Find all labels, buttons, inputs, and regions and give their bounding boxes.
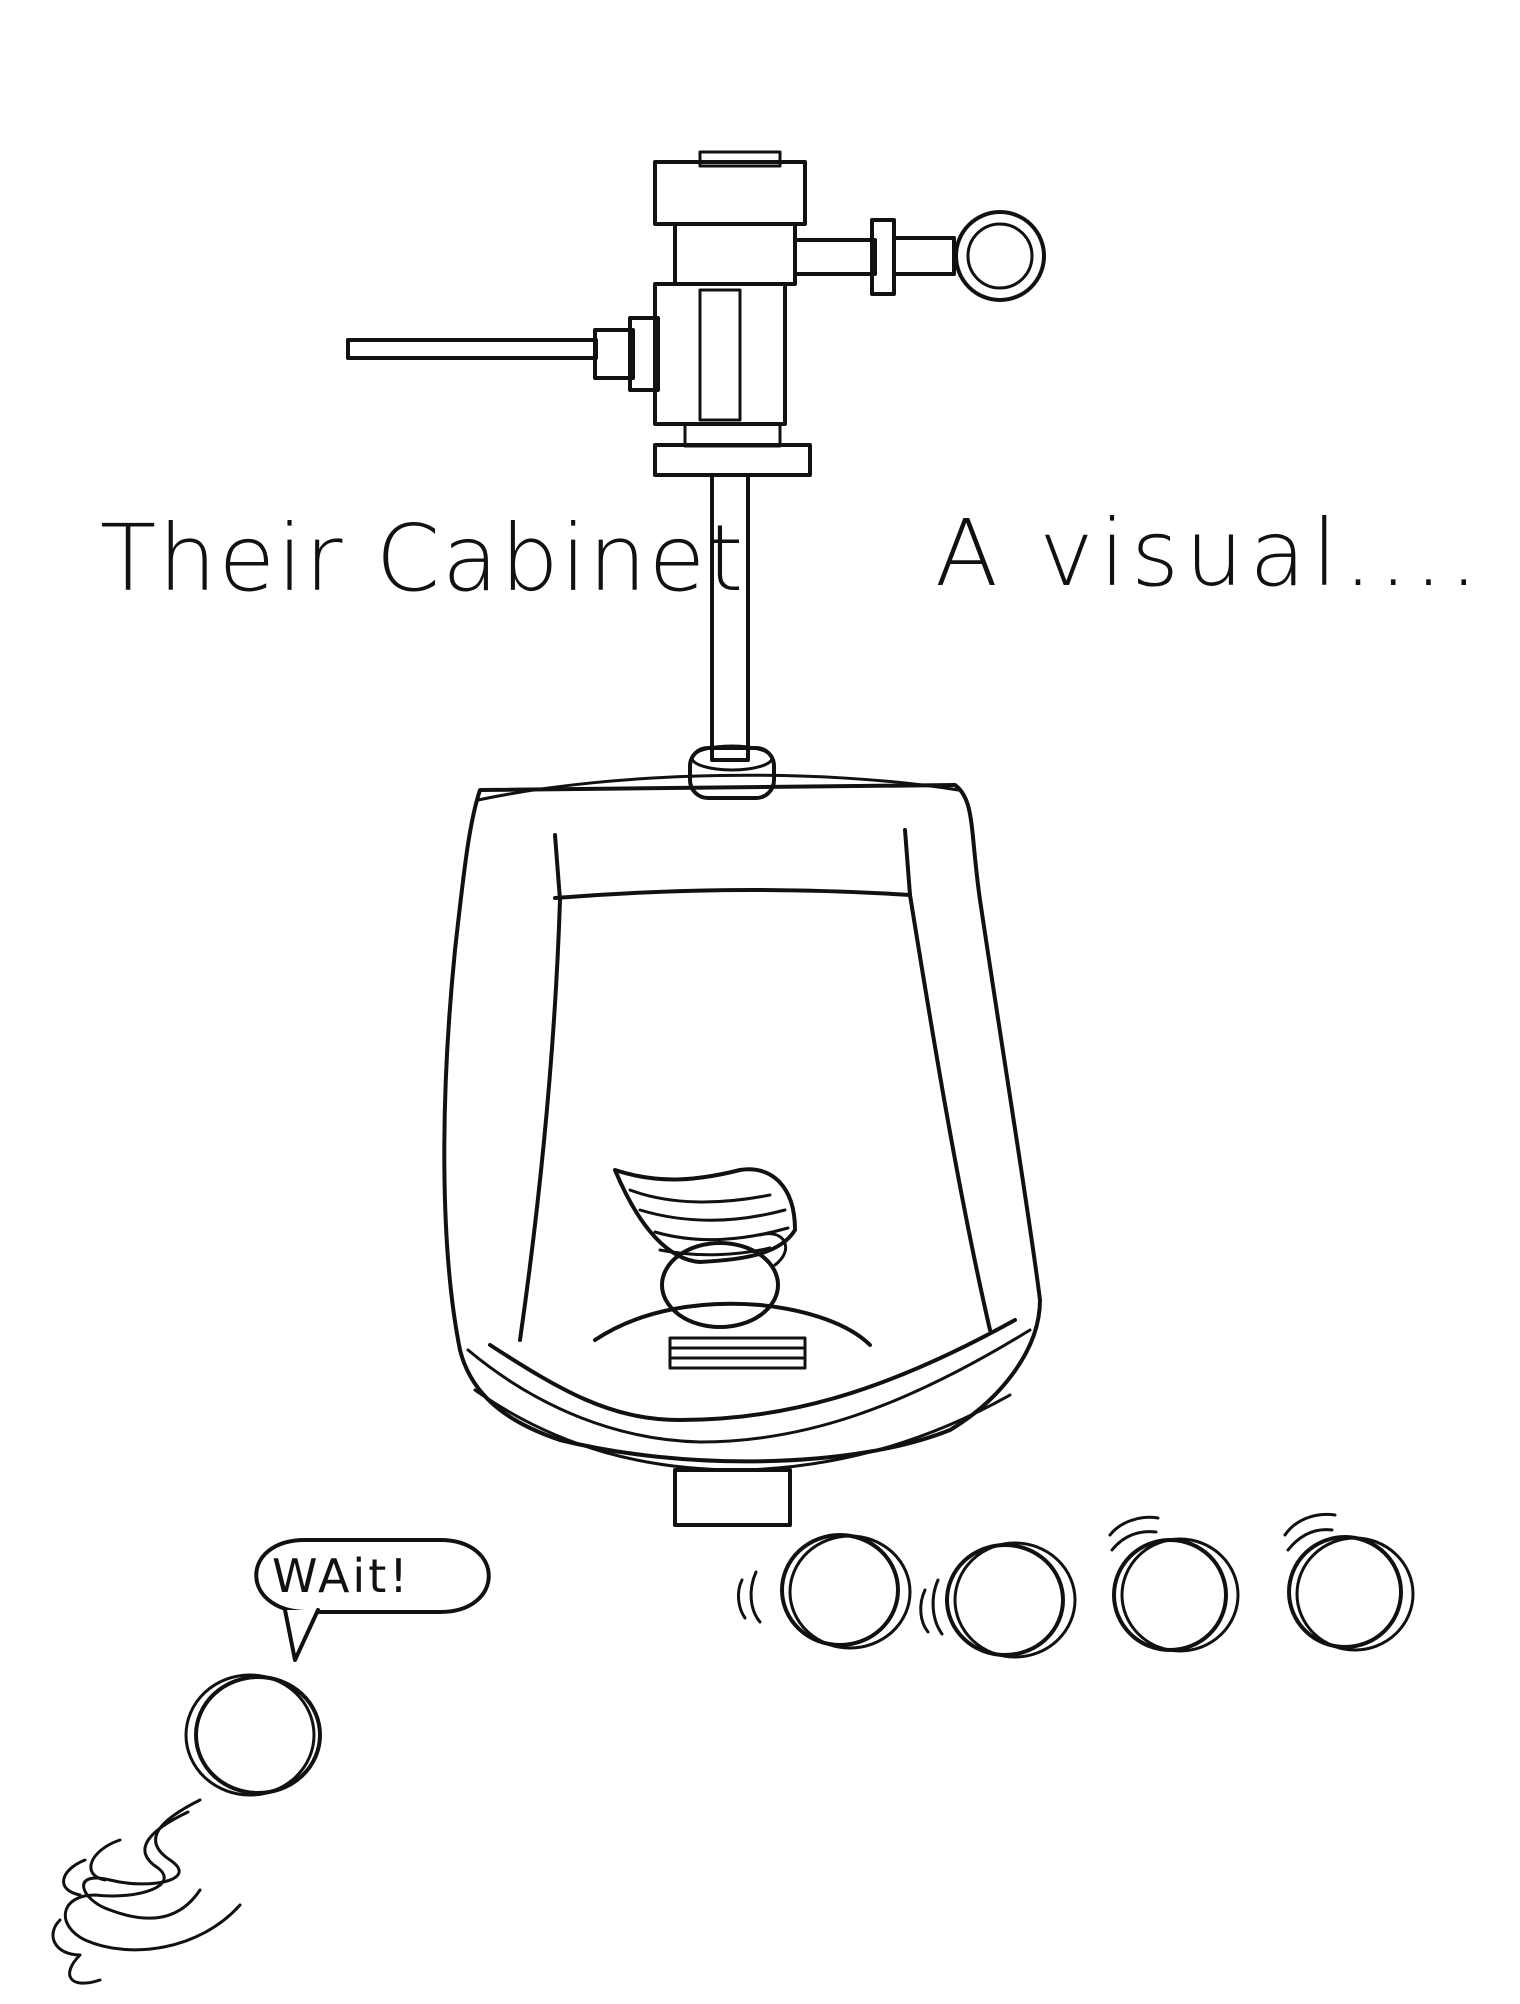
caption-left: Their Cabinet <box>100 505 745 612</box>
motion-trail <box>51 1798 242 1985</box>
urinal <box>442 773 1042 1527</box>
escaping-ball <box>184 1673 322 1797</box>
figure-in-bowl <box>593 1167 872 1370</box>
speech-bubble-text: WAit! <box>272 1549 411 1603</box>
caption-right: A visual.... <box>935 500 1484 607</box>
ball-row <box>736 1512 1415 1659</box>
flush-valve <box>346 150 1046 800</box>
speech-bubble: WAit! <box>254 1538 491 1662</box>
